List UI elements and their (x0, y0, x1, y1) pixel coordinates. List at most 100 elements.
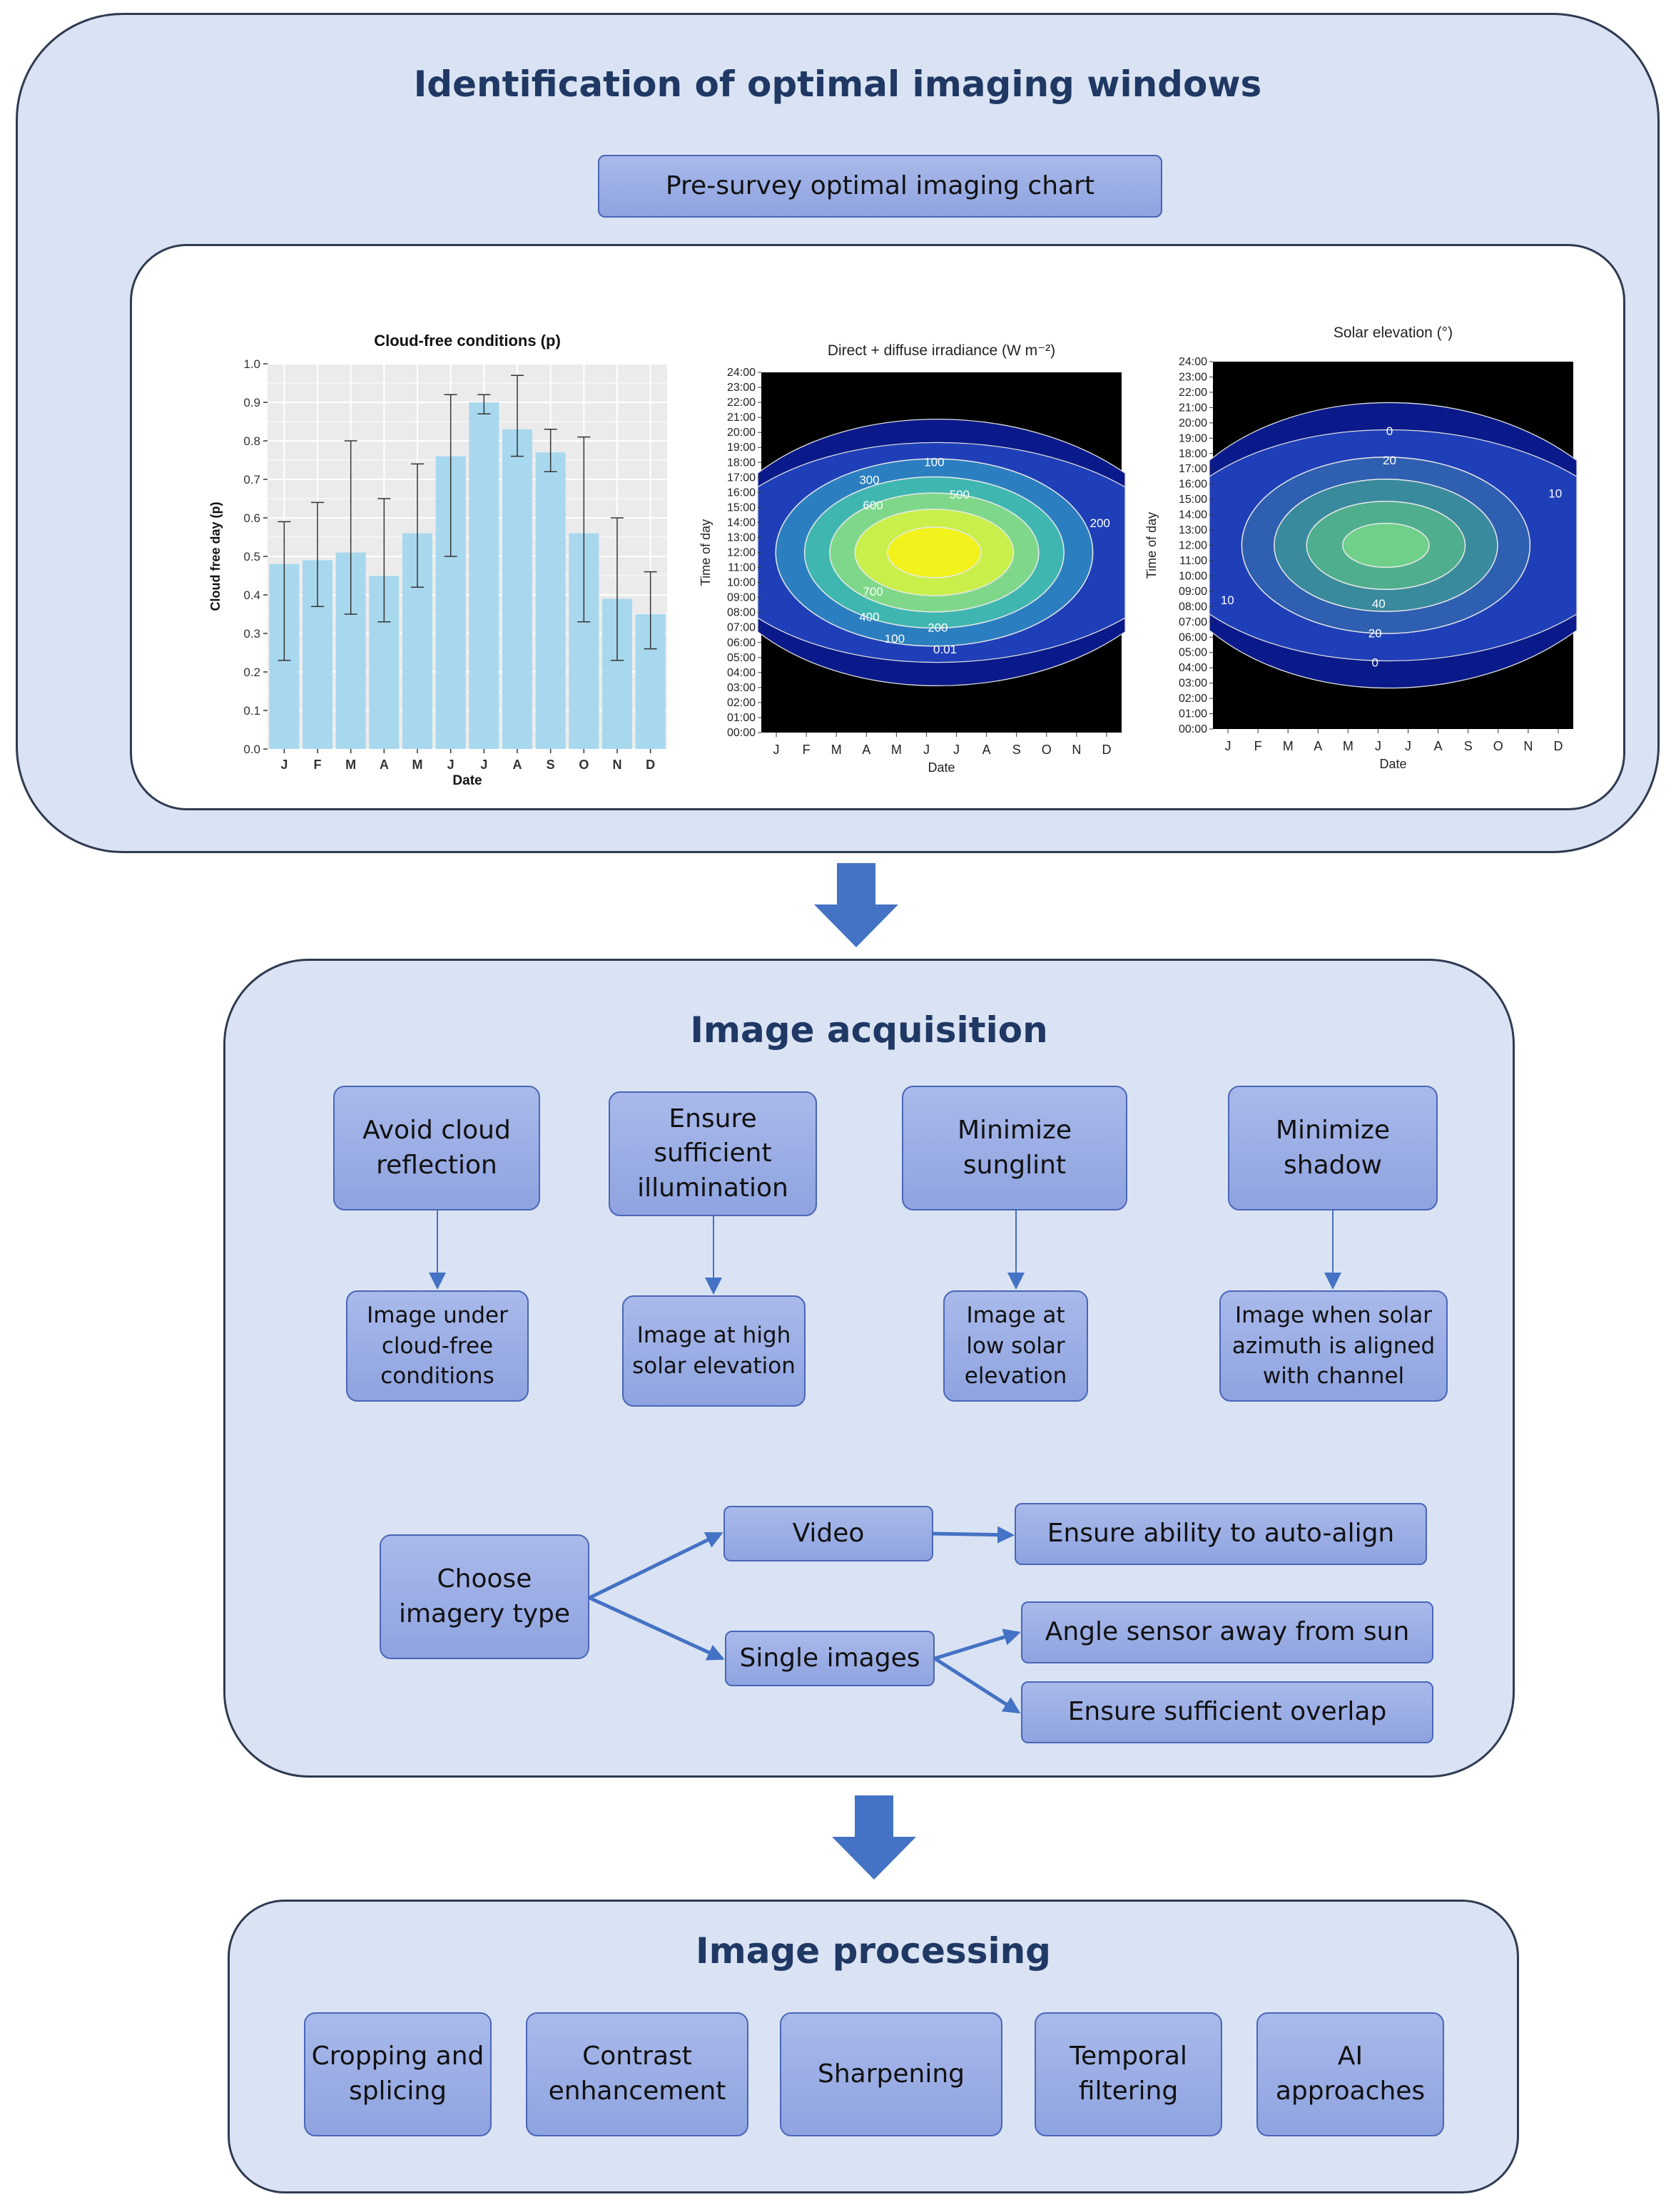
y-tick-label: 00:00 (727, 727, 756, 739)
y-tick-label: 12:00 (1179, 540, 1207, 552)
video-label: Video (792, 1518, 865, 1548)
y-tick-label: 0.9 (243, 396, 260, 409)
y-tick-label: 03:00 (1179, 678, 1207, 690)
single-label: Single images (739, 1643, 920, 1673)
x-tick-label: J (1375, 739, 1381, 753)
down-arrow-1-icon (814, 863, 898, 947)
x-axis-label: Date (452, 773, 482, 788)
action-low-elevation[interactable]: Image at low solar elevation (943, 1290, 1088, 1402)
goal-sunglint[interactable]: Minimize sunglint (902, 1086, 1127, 1211)
x-tick-label: M (1343, 739, 1354, 753)
step-label: AI approaches (1275, 2042, 1426, 2106)
y-tick-label: 15:00 (1179, 494, 1207, 506)
goal-avoid-cloud[interactable]: Avoid cloud reflection (333, 1086, 540, 1211)
contour-label: 0 (1372, 656, 1378, 669)
step-temporal[interactable]: Temporal filtering (1035, 2012, 1222, 2136)
step-ai[interactable]: AI approaches (1256, 2012, 1444, 2136)
action-high-elevation[interactable]: Image at high solar elevation (622, 1295, 806, 1407)
step-label: Cropping and splicing (311, 2042, 484, 2106)
x-tick-label: A (380, 758, 389, 772)
choose-label: Choose imagery type (398, 1564, 571, 1629)
step-label: Sharpening (817, 2059, 965, 2089)
down-arrow-2-icon (832, 1795, 916, 1880)
y-tick-label: 00:00 (1179, 723, 1207, 735)
x-tick-label: J (1405, 739, 1411, 753)
y-tick-label: 20:00 (727, 427, 756, 439)
y-tick-label: 21:00 (727, 412, 756, 424)
y-tick-label: 12:00 (727, 547, 756, 559)
contour-label: 600 (863, 499, 883, 512)
x-tick-label: A (862, 743, 870, 757)
step-contrast[interactable]: Contrast enhancement (526, 2012, 748, 2136)
y-tick-label: 18:00 (727, 457, 756, 469)
x-tick-label: O (1042, 743, 1052, 757)
y-tick-label: 07:00 (727, 622, 756, 634)
y-tick-label: 10:00 (727, 577, 756, 589)
y-tick-label: 19:00 (727, 442, 756, 454)
y-tick-label: 06:00 (727, 637, 756, 649)
overlap-label: Ensure sufficient overlap (1067, 1697, 1387, 1727)
angle-sensor-box[interactable]: Angle sensor away from sun (1021, 1601, 1433, 1663)
goal-label: Minimize sunglint (958, 1115, 1072, 1180)
auto-align-box[interactable]: Ensure ability to auto-align (1015, 1503, 1427, 1565)
step-sharpening[interactable]: Sharpening (780, 2012, 1002, 2136)
x-tick-label: J (1225, 739, 1231, 753)
y-tick-label: 0.1 (243, 704, 260, 718)
y-tick-label: 23:00 (1179, 371, 1207, 383)
pre-survey-chart-button[interactable]: Pre-survey optimal imaging chart (598, 155, 1162, 218)
y-tick-label: 1.0 (243, 357, 260, 371)
y-tick-label: 0.5 (243, 550, 260, 564)
y-tick-label: 21:00 (1179, 402, 1207, 414)
x-tick-label: N (1072, 743, 1081, 757)
bar (469, 402, 499, 749)
contour-label: 20 (1368, 626, 1382, 640)
single-images-box[interactable]: Single images (725, 1631, 935, 1686)
y-tick-label: 08:00 (727, 607, 756, 619)
x-tick-label: D (646, 758, 655, 772)
goal-label: Avoid cloud reflection (362, 1115, 511, 1180)
y-tick-label: 0.3 (243, 627, 260, 641)
x-tick-label: O (579, 758, 589, 772)
bar (502, 429, 532, 749)
action-cloud-free[interactable]: Image under cloud-free conditions (346, 1290, 529, 1402)
x-tick-label: A (513, 758, 522, 772)
y-tick-label: 15:00 (727, 501, 756, 514)
y-tick-label: 11:00 (728, 562, 756, 574)
x-tick-label: M (831, 743, 842, 757)
x-tick-label: M (345, 758, 356, 772)
y-tick-label: 24:00 (1179, 356, 1207, 368)
y-axis-label: Time of day (699, 519, 713, 586)
choose-imagery-box[interactable]: Choose imagery type (380, 1534, 589, 1659)
chart-title: Solar elevation (°) (1334, 325, 1453, 341)
overlap-box[interactable]: Ensure sufficient overlap (1021, 1681, 1433, 1743)
x-tick-label: J (773, 743, 780, 757)
y-tick-label: 17:00 (1179, 463, 1207, 475)
y-tick-label: 0.8 (243, 434, 260, 448)
contour-label: 40 (1372, 597, 1386, 611)
y-axis-label: Cloud free day (p) (208, 501, 223, 611)
contour-label: 10 (1221, 593, 1234, 607)
y-tick-label: 16:00 (727, 486, 756, 499)
x-tick-label: J (447, 758, 454, 772)
bar (535, 452, 566, 749)
x-tick-label: N (613, 758, 622, 772)
step-cropping[interactable]: Cropping and splicing (304, 2012, 492, 2136)
contour-label: 20 (1383, 454, 1396, 467)
contour-label: 0 (1386, 424, 1393, 438)
y-tick-label: 23:00 (727, 382, 756, 394)
windows-title: Identification of optimal imaging window… (413, 63, 1262, 105)
goal-illumination[interactable]: Ensure sufficient illumination (609, 1091, 817, 1216)
goal-shadow[interactable]: Minimize shadow (1228, 1086, 1438, 1211)
y-tick-label: 22:00 (1179, 387, 1207, 399)
y-tick-label: 04:00 (727, 667, 756, 679)
contour-label: 700 (863, 585, 883, 598)
y-tick-label: 0.4 (243, 588, 260, 602)
video-box[interactable]: Video (723, 1506, 933, 1561)
y-tick-label: 05:00 (1179, 647, 1207, 659)
y-tick-label: 19:00 (1179, 432, 1207, 444)
action-azimuth[interactable]: Image when solar azimuth is aligned with… (1219, 1290, 1448, 1402)
x-tick-label: A (1434, 739, 1443, 753)
y-tick-label: 04:00 (1179, 662, 1207, 674)
